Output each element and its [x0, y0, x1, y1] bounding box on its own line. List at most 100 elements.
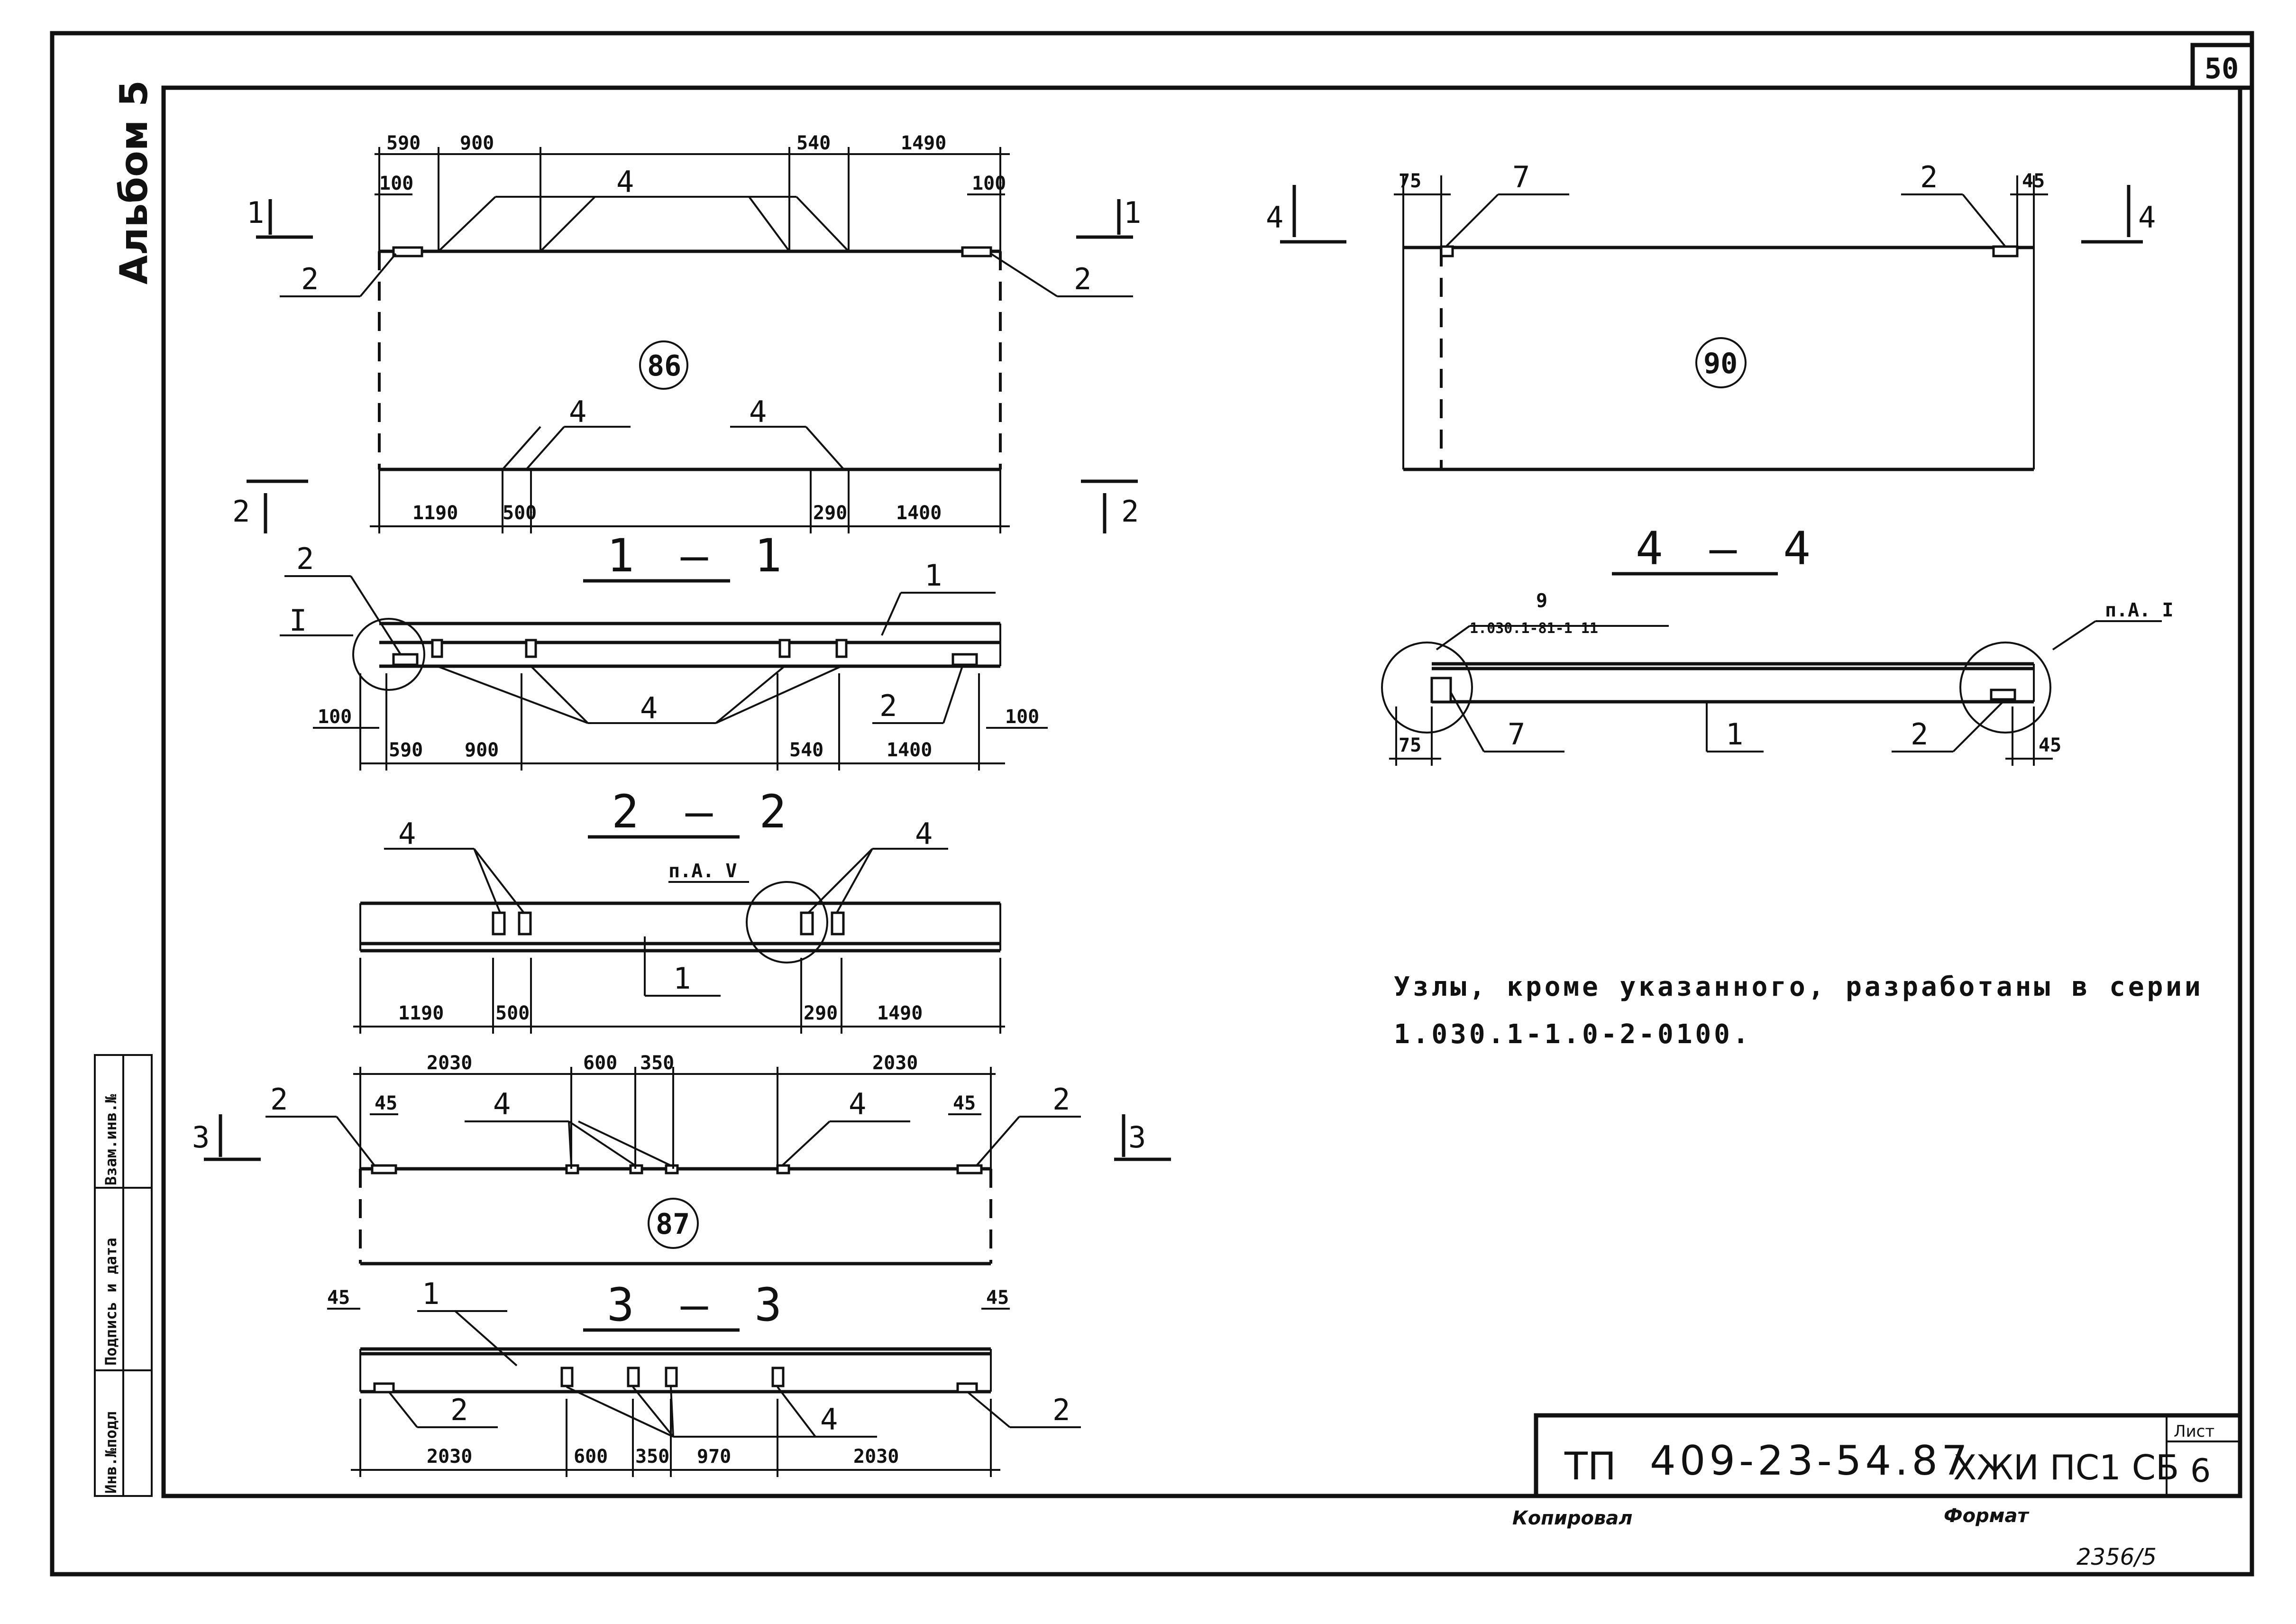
- s22-title: 2 – 2: [612, 785, 796, 838]
- v90-cut4-left: 4: [1266, 200, 1283, 235]
- side-cell-sign: Подпись и дата: [102, 1238, 120, 1366]
- s44-ref-pos: 9: [1536, 590, 1547, 612]
- v87-dim-45-right: 45: [953, 1092, 976, 1114]
- s44-pos1: 1: [1726, 717, 1743, 752]
- s11-title: 1 – 1: [607, 529, 791, 582]
- v86-dim-1400: 1400: [896, 502, 942, 524]
- s22-dim-500: 500: [495, 1002, 530, 1024]
- s33-pos2-left: 2: [450, 1393, 468, 1427]
- v87-dim-45-left: 45: [375, 1092, 397, 1114]
- v86-pos4-bl: 4: [569, 395, 586, 429]
- s11-pos2-left: 2: [296, 541, 314, 576]
- v86-pos4-br: 4: [749, 395, 767, 429]
- v86-pos4-top: 4: [616, 165, 634, 199]
- v87-dim-600: 600: [583, 1052, 617, 1074]
- v86-dim-540: 540: [796, 132, 831, 154]
- s33-title: 3 – 3: [607, 1278, 791, 1331]
- side-cell-inv: Инв.№подл: [102, 1412, 120, 1494]
- v86-dim-100-right: 100: [972, 173, 1006, 194]
- s22-dim-290: 290: [804, 1002, 838, 1024]
- s33-pos2-right: 2: [1052, 1393, 1070, 1427]
- section-2-2: 2 – 2 4 4 п.А. V 1 1190 500 290 1: [353, 785, 1005, 1034]
- v86-dim-590: 590: [386, 132, 421, 154]
- s33-dim-600: 600: [574, 1446, 608, 1468]
- outer-frame: [50, 31, 2254, 1577]
- s44-ref-code: 1.030.1-81-1 11: [1470, 620, 1598, 637]
- format-label: Формат: [1944, 1505, 2030, 1527]
- side-cell-replace: Взам.инв.№: [102, 1094, 120, 1185]
- s11-dim-900: 900: [465, 739, 499, 761]
- v90-dim-75: 75: [1399, 170, 1421, 192]
- v90-mark: 90: [1703, 347, 1738, 380]
- s11-pos4: 4: [640, 691, 658, 725]
- s22-pos1: 1: [673, 961, 691, 996]
- s33-dim-2030-left: 2030: [427, 1446, 472, 1468]
- v87-dim-2030-right: 2030: [872, 1052, 918, 1074]
- inner-frame: [161, 85, 2242, 1498]
- section-4-4: 4 – 4 9 1.030.1-81-1 11 п.А. I 7 1 2 75 …: [1381, 522, 2174, 766]
- v86-dim-290: 290: [813, 502, 847, 524]
- v90-pos7: 7: [1512, 160, 1530, 194]
- s11-dim-540: 540: [789, 739, 823, 761]
- stamp-sheet-number: 6: [2190, 1452, 2211, 1490]
- v86-cut1-left: 1: [247, 195, 264, 230]
- v90-cut4-right: 4: [2138, 200, 2156, 235]
- v87-cut3-left: 3: [192, 1120, 210, 1155]
- s11-dim-100-left: 100: [318, 706, 352, 728]
- s33-dim-45-left: 45: [327, 1287, 350, 1309]
- s44-title: 4 – 4: [1636, 522, 1820, 575]
- v86-dim-500: 500: [503, 502, 537, 524]
- v86-dim-1490: 1490: [901, 132, 946, 154]
- s33-dim-45-right: 45: [986, 1287, 1009, 1309]
- side-stamp: Инв.№подл Подпись и дата Взам.инв.№: [94, 1054, 153, 1497]
- s11-dim-1400: 1400: [887, 739, 932, 761]
- stamp-section: ХЖИ ПС1 СБ: [1953, 1448, 2179, 1487]
- note-line-1: Узлы, кроме указанного, разработаны в се…: [1394, 972, 2204, 1002]
- v86-dim-900: 900: [460, 132, 494, 154]
- v86-dim-1190: 1190: [412, 502, 458, 524]
- s44-node-ref: п.А. I: [2105, 599, 2174, 621]
- s33-dim-2030-right: 2030: [853, 1446, 899, 1468]
- s11-dim-100-right: 100: [1005, 706, 1039, 728]
- view-87: 87 4 4 2 2 2030 600 350 2030 45 45 3: [192, 1052, 1171, 1266]
- section-3-3: 3 – 3 1 2 4 2 2030 600: [327, 1276, 1081, 1477]
- v90-pos2: 2: [1920, 160, 1938, 194]
- page-number-box: [2190, 43, 2254, 90]
- s44-dim-75: 75: [1399, 734, 1421, 756]
- note: Узлы, кроме указанного, разработаны в се…: [1394, 972, 2204, 1050]
- stamp-code: ТП: [1564, 1444, 1616, 1488]
- v87-pos2-left: 2: [270, 1082, 288, 1117]
- s11-node: I: [289, 603, 307, 638]
- archive-number: 2356/5: [2076, 1544, 2157, 1570]
- view-90: 90 7 2 75 45 4 4: [1266, 160, 2156, 471]
- note-line-2: 1.030.1-1.0-2-0100.: [1394, 1019, 1752, 1050]
- v86-cut2-right: 2: [1121, 494, 1139, 529]
- s44-dim-45: 45: [2039, 734, 2061, 756]
- v86-cut1-right: 1: [1124, 195, 1141, 230]
- s11-pos2-right: 2: [879, 688, 897, 723]
- s22-dim-1490: 1490: [877, 1002, 923, 1024]
- stamp-number: 409-23-54.87: [1650, 1437, 1971, 1485]
- view-86: 4 4 4 2 2 86 590 900 540 1490 100 100: [232, 132, 1141, 533]
- v87-pos2-right: 2: [1052, 1082, 1070, 1117]
- title-block: ТП 409-23-54.87 ХЖИ ПС1 СБ Лист 6: [1534, 1413, 2242, 1498]
- v87-mark: 87: [656, 1208, 690, 1241]
- v87-dim-2030-left: 2030: [427, 1052, 472, 1074]
- s33-dim-350: 350: [635, 1446, 669, 1468]
- s11-dim-590: 590: [389, 739, 423, 761]
- s33-pos4: 4: [820, 1402, 838, 1437]
- s22-node-ref: п.А. V: [668, 860, 737, 882]
- v86-dim-100-left: 100: [379, 173, 413, 194]
- s22-pos4-right: 4: [915, 817, 933, 851]
- v87-cut3-right: 3: [1128, 1120, 1146, 1155]
- album-label: Альбом 5: [112, 80, 156, 284]
- v86-mark: 86: [647, 349, 681, 383]
- v86-cut2-left: 2: [232, 494, 250, 529]
- page-number: 50: [2205, 52, 2239, 85]
- stamp-sheet-label: Лист: [2174, 1422, 2214, 1441]
- v87-pos4-a: 4: [493, 1087, 511, 1121]
- s44-pos2: 2: [1911, 717, 1928, 752]
- copied-label: Копировал: [1512, 1507, 1633, 1529]
- v86-pos2-right: 2: [1074, 262, 1091, 296]
